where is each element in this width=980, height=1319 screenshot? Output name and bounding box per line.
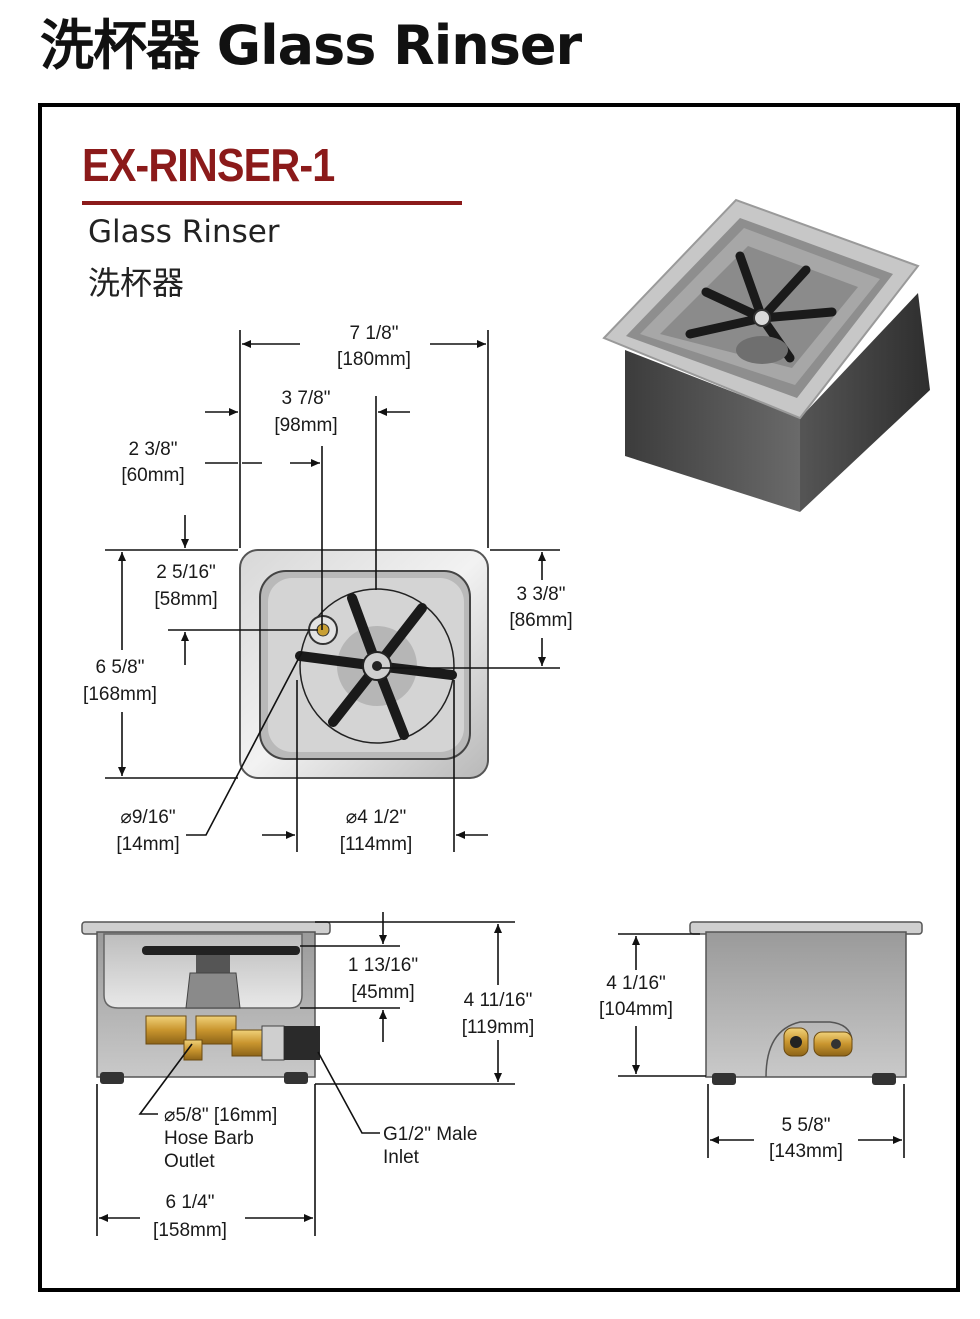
- callout-outlet: ⌀5/8" [16mm] Hose Barb Outlet: [164, 1105, 277, 1172]
- callout-inlet-label: Inlet: [383, 1147, 420, 1168]
- dim-center-depth-imperial: 3 3/8": [516, 584, 565, 605]
- dim-side-height: 4 1/16" [104mm]: [599, 973, 673, 1020]
- dim-outlet-diameter: ⌀9/16" [14mm]: [116, 807, 179, 855]
- callout-inlet-thread: G1/2" Male: [383, 1124, 477, 1145]
- dim-front-width-metric: [158mm]: [153, 1220, 227, 1241]
- dim-outlet-offset-imperial: 2 3/8": [128, 439, 177, 460]
- top-view-dimensions: [105, 330, 560, 852]
- dim-rinser-diameter-imperial: ⌀4 1/2": [346, 807, 406, 828]
- dim-outlet-diameter-imperial: ⌀9/16": [120, 807, 175, 828]
- callout-outlet-size: ⌀5/8" [16mm]: [164, 1105, 277, 1126]
- dim-side-width-metric: [143mm]: [769, 1141, 843, 1162]
- dim-overall-height-metric: [119mm]: [462, 1017, 535, 1038]
- dim-basin-height: 1 13/16" [45mm]: [348, 955, 418, 1003]
- dim-center-depth-metric: [86mm]: [509, 610, 572, 631]
- side-view-dimensions: [618, 933, 905, 1158]
- dim-side-height-metric: [104mm]: [599, 999, 673, 1020]
- dim-center-offset-metric: [98mm]: [274, 415, 337, 436]
- dim-overall-depth-metric: [168mm]: [83, 684, 157, 705]
- model-underline: [82, 201, 462, 205]
- model-code: EX-RINSER-1: [82, 139, 335, 191]
- dim-side-width: 5 5/8" [143mm]: [769, 1115, 843, 1162]
- dim-overall-depth-imperial: 6 5/8": [95, 657, 144, 678]
- dim-rinser-diameter: ⌀4 1/2" [114mm]: [340, 807, 413, 855]
- dim-overall-height-imperial: 4 11/16": [464, 990, 533, 1011]
- dim-outlet-depth-metric: [58mm]: [154, 589, 217, 610]
- dim-outlet-diameter-metric: [14mm]: [116, 834, 179, 855]
- dim-center-offset-imperial: 3 7/8": [281, 388, 330, 409]
- dim-center-depth: 3 3/8" [86mm]: [509, 584, 572, 631]
- dim-overall-width-metric: [180mm]: [337, 349, 411, 370]
- dim-front-width: 6 1/4" [158mm]: [153, 1192, 227, 1241]
- product-photo: [602, 198, 930, 512]
- product-name-zh: 洗杯器: [88, 264, 185, 302]
- dim-overall-depth: 6 5/8" [168mm]: [83, 657, 157, 705]
- dim-outlet-depth: 2 5/16" [58mm]: [154, 562, 217, 610]
- dim-side-height-imperial: 4 1/16": [606, 973, 666, 994]
- dim-rinser-diameter-metric: [114mm]: [340, 834, 413, 855]
- front-view-dimensions: [96, 912, 515, 1236]
- dim-basin-height-imperial: 1 13/16": [348, 955, 418, 976]
- dim-center-offset: 3 7/8" [98mm]: [274, 388, 337, 436]
- dim-outlet-offset-metric: [60mm]: [121, 465, 184, 486]
- front-view: [81, 921, 331, 1084]
- product-name-en: Glass Rinser: [88, 214, 280, 250]
- dim-outlet-depth-imperial: 2 5/16": [156, 562, 216, 583]
- dim-basin-height-metric: [45mm]: [351, 982, 414, 1003]
- callout-outlet-type: Hose Barb: [164, 1128, 254, 1149]
- side-view: [689, 921, 923, 1085]
- top-view: [239, 549, 489, 779]
- page-title: 洗杯器 Glass Rinser: [40, 14, 582, 77]
- dim-front-width-imperial: 6 1/4": [165, 1192, 214, 1213]
- callout-inlet: G1/2" Male Inlet: [383, 1124, 477, 1168]
- dim-side-width-imperial: 5 5/8": [781, 1115, 830, 1136]
- dim-overall-height: 4 11/16" [119mm]: [462, 990, 535, 1038]
- callout-outlet-label: Outlet: [164, 1151, 215, 1172]
- spec-sheet-frame: [38, 103, 960, 1292]
- dim-outlet-offset: 2 3/8" [60mm]: [121, 439, 184, 486]
- dim-overall-width-imperial: 7 1/8": [349, 323, 398, 344]
- dim-overall-width: 7 1/8" [180mm]: [337, 323, 411, 370]
